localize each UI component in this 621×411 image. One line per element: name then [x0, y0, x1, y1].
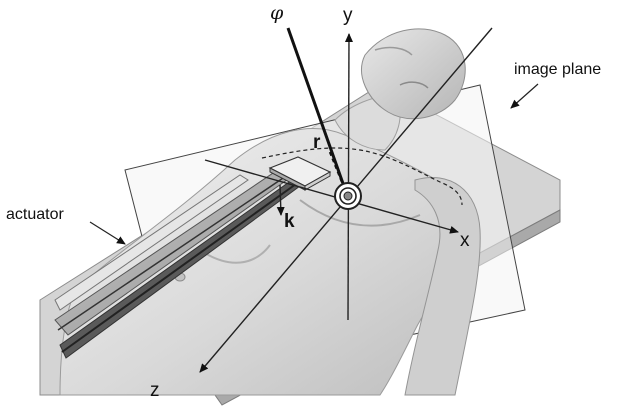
- image-plane-label: image plane: [514, 62, 601, 78]
- image-plane-pointer: [511, 84, 538, 108]
- x-axis-label: x: [460, 231, 470, 250]
- phi-label: φ: [270, 4, 283, 23]
- r-label: r: [313, 133, 320, 152]
- z-axis-label: z: [150, 381, 160, 400]
- y-axis-label: y: [343, 6, 353, 25]
- origin-marker: [335, 183, 361, 209]
- actuator-label: actuator: [6, 207, 64, 223]
- k-arrow: [280, 185, 281, 215]
- actuator-pointer: [90, 222, 125, 244]
- k-label: k: [284, 212, 295, 231]
